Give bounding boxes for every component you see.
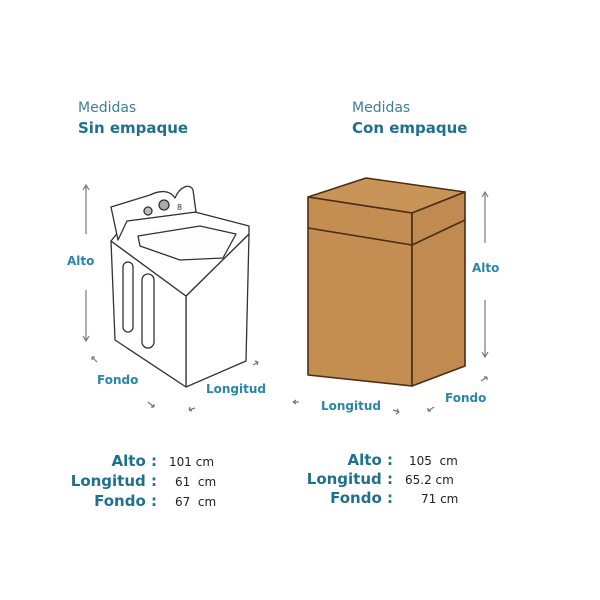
right-heading-line2: Con empaque — [352, 119, 468, 137]
washer-arrows — [82, 183, 259, 412]
right-heading-line1: Medidas — [352, 100, 411, 116]
box-arrows — [292, 190, 489, 415]
spec-row-fondo: Fondo : 67 cm — [62, 492, 216, 512]
longitud-arrow-left-icon — [188, 406, 196, 412]
spec-key: Alto : — [111, 452, 157, 470]
svg-text:8: 8 — [177, 203, 182, 212]
spec-value: 67 cm — [175, 495, 217, 509]
left-specs: Alto : 101 cm Longitud : 61 cm Fondo : 6… — [62, 452, 216, 512]
left-label-fondo: Fondo — [97, 373, 139, 387]
longitud-arrow-right-icon — [252, 360, 259, 366]
spec-key: Fondo : — [330, 489, 393, 507]
box-illustration — [307, 177, 466, 387]
spec-key: Fondo : — [94, 492, 157, 510]
left-heading-line2: Sin empaque — [78, 119, 189, 137]
spec-key: Longitud : — [306, 470, 393, 488]
washer-illustration: 8 — [110, 185, 250, 388]
fondo-arrow-left-icon — [91, 356, 98, 363]
spec-row-alto: Alto : 105 cm — [298, 451, 458, 470]
right-label-fondo: Fondo — [445, 391, 487, 405]
right-label-alto: Alto — [472, 261, 500, 275]
spec-row-alto: Alto : 101 cm — [62, 452, 216, 472]
spec-value: 61 cm — [175, 475, 217, 489]
left-label-alto: Alto — [67, 254, 95, 268]
right-label-longitud: Longitud — [321, 399, 382, 413]
spec-value: 65.2 cm — [405, 473, 454, 487]
spec-row-longitud: Longitud : 61 cm — [62, 472, 216, 492]
spec-value: 101 cm — [169, 455, 215, 469]
fondo-arrow-right-icon — [147, 401, 155, 408]
spec-key: Alto : — [347, 451, 393, 469]
left-heading-line1: Medidas — [78, 100, 137, 116]
spec-value: 105 cm — [409, 454, 458, 468]
right-specs: Alto : 105 cm Longitud : 65.2 cm Fondo :… — [298, 451, 459, 508]
left-label-longitud: Longitud — [206, 382, 267, 396]
spec-row-fondo: Fondo : 71 cm — [298, 489, 458, 508]
spec-key: Longitud : — [70, 472, 157, 490]
spec-value: 71 cm — [421, 492, 459, 506]
spec-row-longitud: Longitud : 65.2 cm — [298, 470, 458, 489]
